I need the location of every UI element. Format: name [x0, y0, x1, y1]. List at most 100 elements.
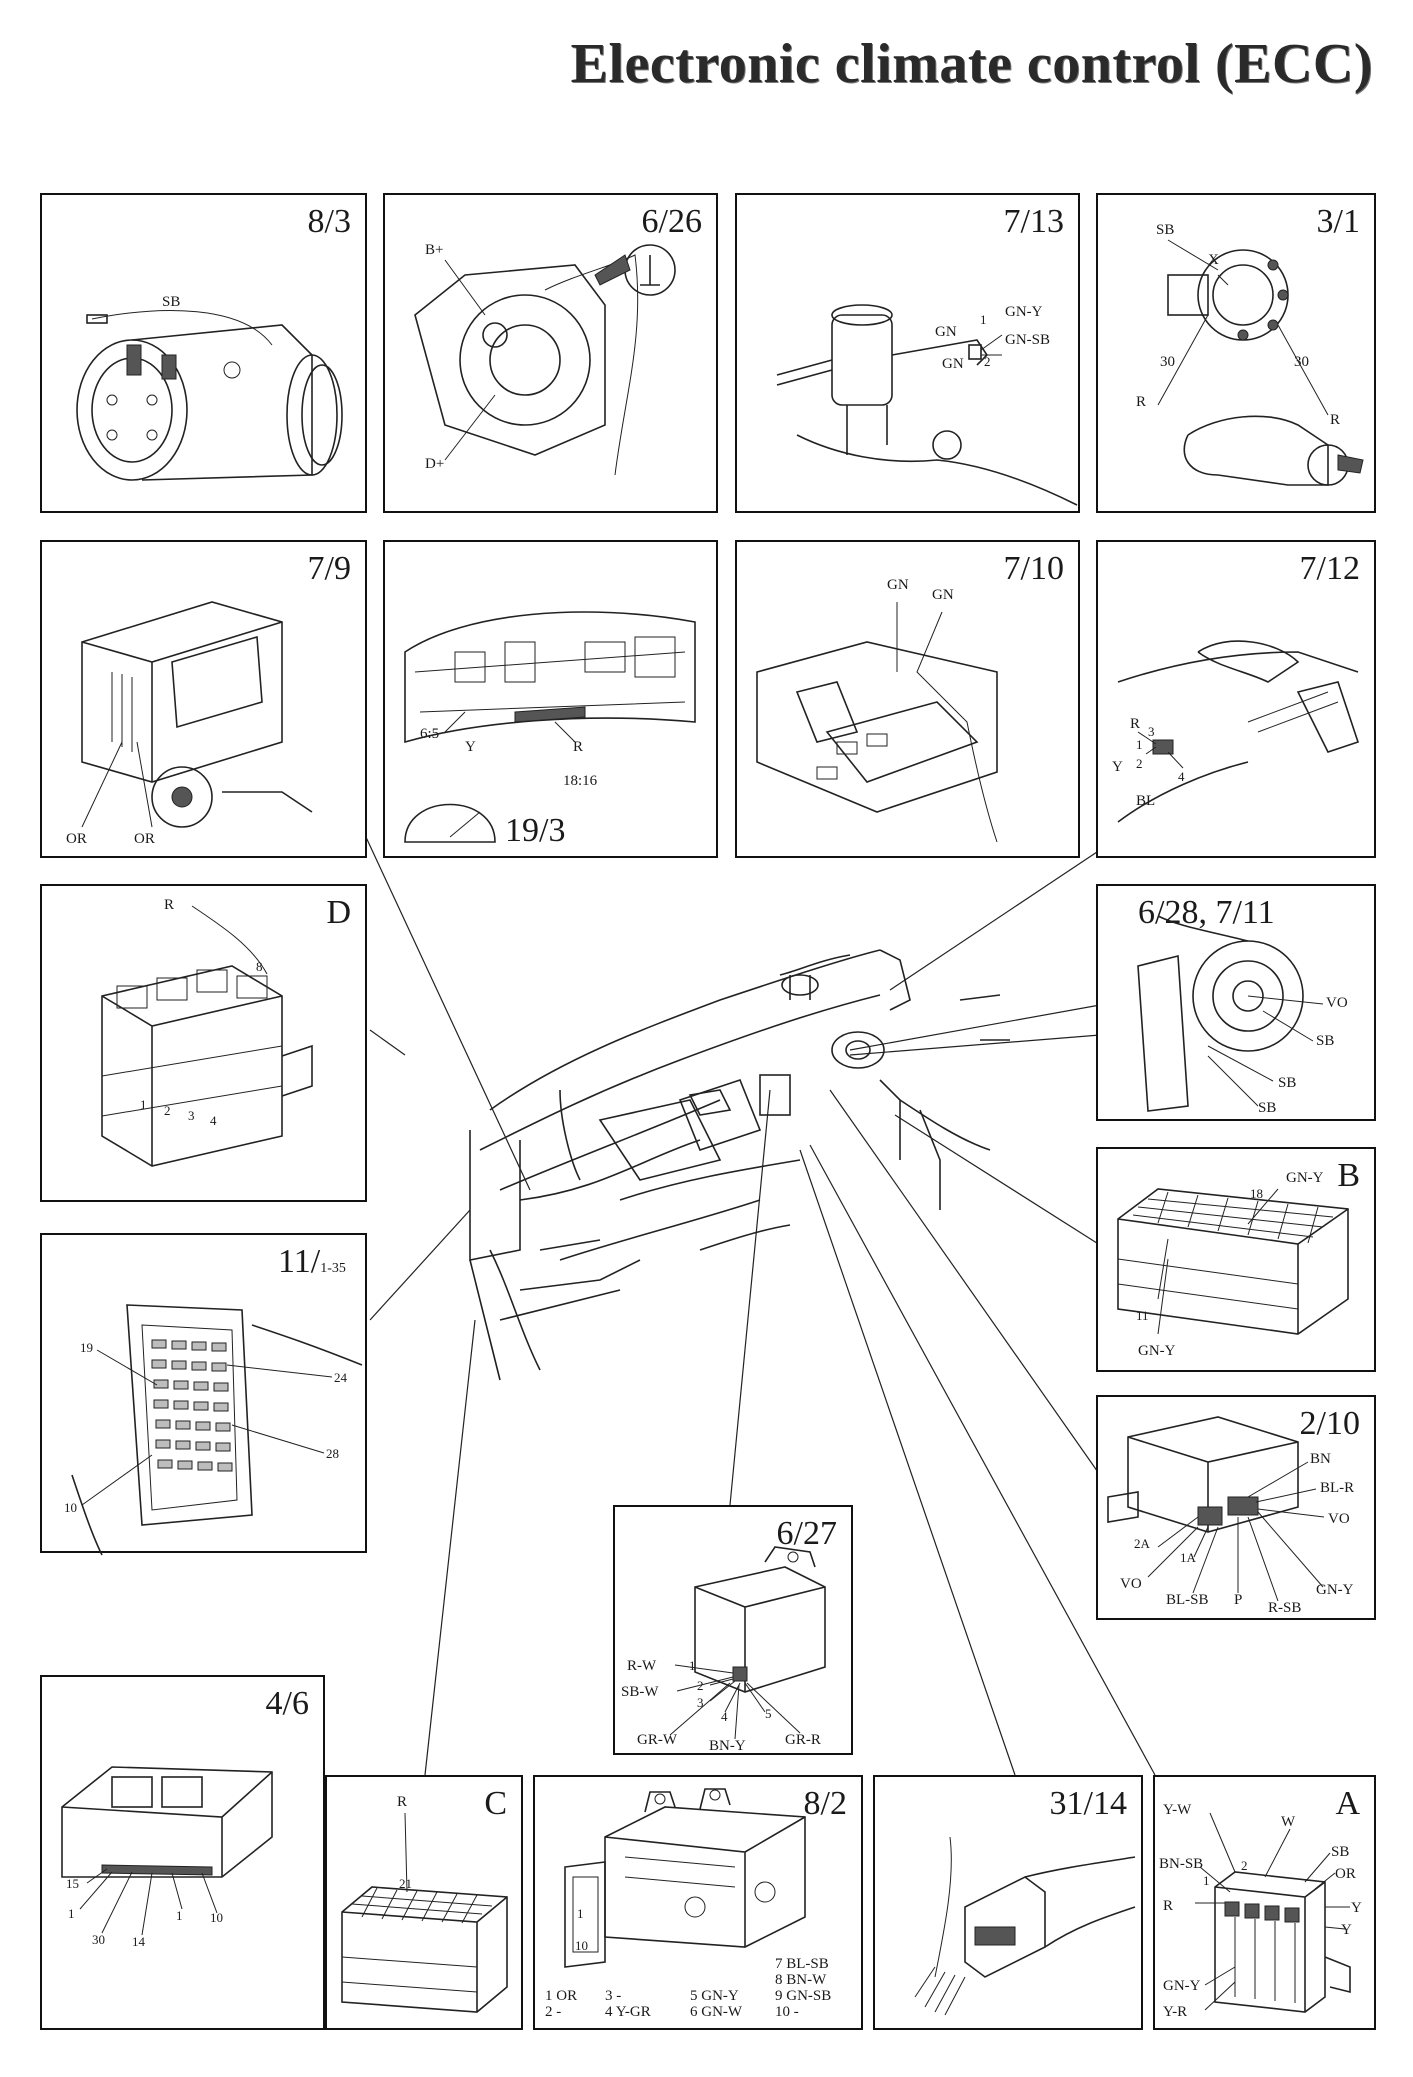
legend-item: 4 Y-GR — [605, 2004, 651, 2020]
panel-relay-box-8-2: 8/2 1 10 1 OR 2 - 3 - 4 Y-GR 5 GN-Y 6 GN… — [533, 1775, 863, 2030]
terminal-label: 30 — [1294, 354, 1309, 370]
panel-control-unit-4-6: 4/6 15 1 30 14 1 10 — [40, 1675, 325, 2030]
relay-illustration — [669, 1546, 826, 1740]
panel-id: 6/27 — [776, 1515, 837, 1552]
wire-label: GN — [932, 587, 954, 603]
compressor-illustration — [76, 310, 343, 481]
wire-label: GN-Y — [1138, 1343, 1176, 1359]
connector-label: 6:5 — [420, 726, 440, 742]
wire-label: GN-Y — [1286, 1170, 1324, 1186]
wire-label: BL — [1136, 793, 1156, 809]
alternator-illustration — [414, 244, 676, 476]
pin-label: 3 — [1148, 724, 1155, 739]
pin-label: 18 — [1250, 1186, 1263, 1201]
wire-label: BL-SB — [1166, 1592, 1209, 1608]
fuse-label: 28 — [326, 1446, 339, 1461]
legend-item: 5 GN-Y — [690, 1988, 739, 2004]
panel-module-2-10: 2/10 BN BL-R VO 2A 1A VO BL-SB P R-SB GN… — [1096, 1395, 1376, 1620]
terminal-label: B+ — [425, 242, 444, 258]
blower-illustration — [81, 601, 313, 828]
wire-label: VO — [1120, 1576, 1142, 1592]
pin-label: 1 — [176, 1908, 183, 1923]
wire-label: GR-R — [785, 1732, 821, 1748]
pin-label: 30 — [92, 1932, 105, 1947]
wire-label: OR — [66, 831, 87, 847]
wire-label: OR — [1335, 1866, 1356, 1882]
wire-label: VO — [1326, 995, 1348, 1011]
panel-fusebox-11: 11/1-35 19 24 28 10 — [40, 1233, 367, 1556]
wire-label: Y-W — [1163, 1802, 1192, 1818]
wire-label: R — [397, 1794, 408, 1810]
pin-legend: 1 OR 2 - 3 - 4 Y-GR 5 GN-Y 6 GN-W 7 BL-S… — [545, 1957, 865, 2029]
pin-label: 1 — [1203, 1873, 1210, 1888]
sensor-6-28-illustration — [1137, 915, 1324, 1112]
pin-label: 2 — [1241, 1858, 1248, 1873]
wire-label: VO — [1328, 1511, 1350, 1527]
sensor-illustration — [776, 304, 1078, 506]
panel-control-7-10: 7/10 GN GN — [735, 540, 1080, 858]
wire-label: SB — [1331, 1844, 1350, 1860]
page-title: Electronic climate control (ECC) — [570, 33, 1373, 95]
panel-sensor-7-13: 7/13 GN GN GN-Y GN-SB 1 2 — [735, 193, 1080, 513]
panel-id: 7/10 — [1003, 550, 1064, 587]
pin-label: 2A — [1134, 1536, 1150, 1551]
fuse-label: 24 — [334, 1370, 347, 1385]
panel-connector-C: C R 21 — [325, 1775, 523, 2030]
panel-id-main: 11/ — [278, 1243, 321, 1280]
wire-label: R — [1330, 412, 1341, 428]
fuse-label: 19 — [80, 1340, 93, 1355]
control-panel-illustration — [756, 602, 998, 843]
wire-label: BN-Y — [709, 1738, 746, 1754]
dashboard-illustration — [469, 949, 1010, 1381]
wire-label: R-W — [627, 1658, 657, 1674]
pin-label: 3 — [697, 1695, 704, 1710]
pin-label: 1 — [68, 1906, 75, 1921]
legend-item: 8 BN-W — [775, 1972, 827, 1988]
panel-id: 4/6 — [265, 1685, 309, 1722]
legend-item: 2 - — [545, 2004, 562, 2020]
legend-item: 6 GN-W — [690, 2004, 743, 2020]
wire-label: BN-SB — [1159, 1856, 1204, 1872]
wire-label: GN — [935, 324, 957, 340]
panel-alternator-6-26: 6/26 B+ D+ — [383, 193, 718, 513]
panel-sensor-6-28-7-11: 6/28, 7/11 VO SB SB SB — [1096, 884, 1376, 1121]
wire-label: X — [1208, 252, 1219, 268]
wire-label: GN — [942, 356, 964, 372]
pin-label: 4 — [210, 1113, 217, 1128]
wire-label: BN — [1310, 1451, 1331, 1467]
panel-id: 31/14 — [1049, 1785, 1127, 1822]
connector-D-illustration — [101, 905, 313, 1167]
legend-item: 1 OR — [545, 1988, 578, 2004]
pin-label: 2 — [984, 354, 991, 369]
pin-label: 4 — [1178, 769, 1185, 784]
pin-label: 4 — [721, 1709, 728, 1724]
panel-blower-7-9: 7/9 OR OR — [40, 540, 367, 858]
panel-id: 8/3 — [307, 203, 351, 240]
cluster-illustration — [404, 611, 696, 843]
panel-id-sub: 1-35 — [320, 1261, 346, 1276]
panel-id: 6/26 — [641, 203, 702, 240]
wire-label: SB — [1156, 222, 1175, 238]
legend-item: 7 BL-SB — [775, 1956, 829, 1972]
pin-label: 1 — [980, 312, 987, 327]
panel-id: 6/28, 7/11 — [1138, 894, 1275, 931]
wire-label: R-SB — [1268, 1600, 1302, 1616]
wire-label: GN-Y — [1005, 304, 1043, 320]
wire-label: R — [164, 897, 175, 913]
connector-C-illustration — [341, 1812, 508, 2013]
wire-label: SB — [1278, 1075, 1297, 1091]
pin-label: 1 — [1136, 737, 1143, 752]
pin-label: 21 — [399, 1876, 412, 1891]
wire-label: GN-Y — [1163, 1978, 1201, 1994]
panel-id: 11/1-35 — [278, 1243, 346, 1281]
wire-label: Y — [1341, 1922, 1352, 1938]
panel-relay-6-27: 6/27 R-W 1 SB-W 2 3 4 5 GR-W BN-Y GR-R — [613, 1505, 853, 1755]
panel-id: C — [484, 1785, 507, 1822]
connector-label: 18:16 — [563, 773, 598, 789]
panel-instrument-19-3: 19/3 6:5 Y R 18:16 — [383, 540, 718, 858]
wire-label: R — [573, 739, 584, 755]
wire-label: GR-W — [637, 1732, 677, 1748]
wire-label: P — [1234, 1592, 1243, 1608]
module-illustration — [1107, 1416, 1325, 1602]
